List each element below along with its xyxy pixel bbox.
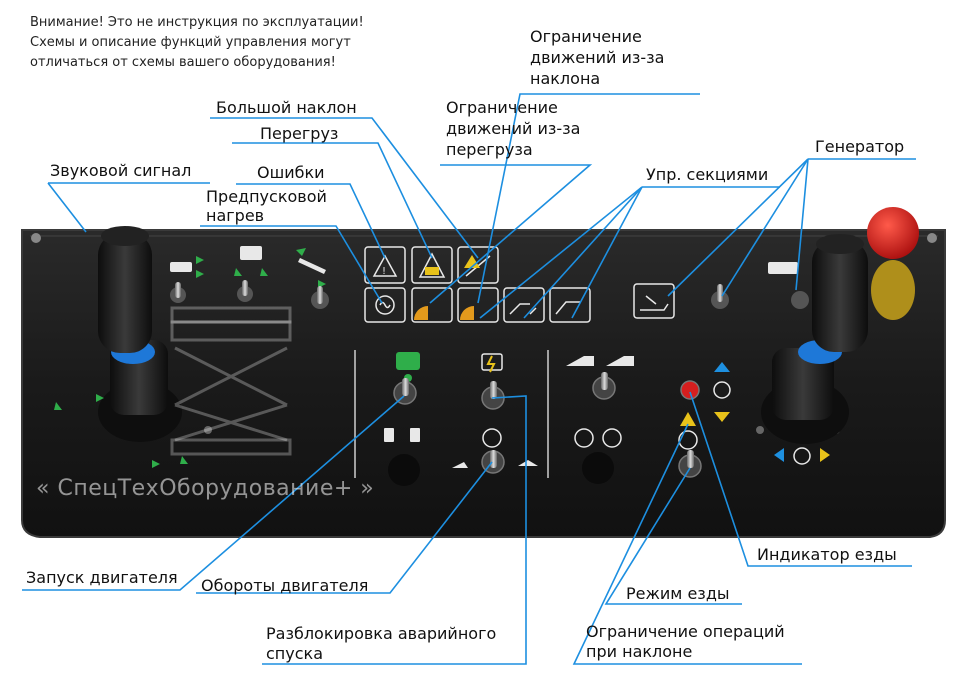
overload-box [411,246,453,284]
watermark: « СпецТехОборудование+ » [36,476,375,501]
screw [204,426,212,434]
label-generator: Генератор [815,137,905,156]
label-line: Ограничение [446,98,558,117]
leader-errors [236,183,386,259]
label-drive-indicator: Индикатор езды [757,545,897,564]
label-line: Разблокировка аварийного [266,624,497,643]
leader-drive-indicator [689,391,912,567]
toggle-switch [237,280,253,302]
drive-indicator-light [680,380,700,400]
engine-start-switch [393,378,417,405]
generator-box [633,283,675,319]
label-line: перегруза [446,140,533,159]
label-overload: Перегруз [260,124,339,143]
screw [31,233,41,243]
toggle-switch [170,282,186,303]
leader-tilt-ops [572,423,802,665]
label-tilt-limit: Ограничение движений из-за наклона [530,26,664,89]
tilt-limit-box [457,287,499,323]
disclaimer: Внимание! Это не инструкция по эксплуата… [30,13,390,73]
section-switch [592,372,616,400]
label-errors: Ошибки [257,163,325,182]
label-line: нагрев [206,206,265,225]
label-line: при наклоне [586,642,693,661]
label-line: Ограничение [530,27,642,46]
label-line: движений из-за [530,48,665,67]
label-line: наклона [530,69,601,88]
leader-tilt-limit [477,93,700,304]
label-preheat: Предпусковой нагрев [206,187,327,225]
section-box-2 [549,287,591,323]
disclaimer-line: Схемы и описание функций управления могу… [30,35,351,50]
label-sections: Упр. секциями [646,165,769,184]
label-horn: Звуковой сигнал [50,161,192,180]
toggle-switch [791,291,809,309]
weight-warning-icon [418,252,446,278]
big-tilt-box [457,246,499,284]
leader-engine-rpm [196,461,493,594]
label-engine-rpm: Обороты двигателя [201,576,369,595]
toggle-switch [711,284,729,309]
scissor-lift-watermark [170,306,292,456]
leader-emergency [262,395,527,665]
overload-limit-box [411,287,453,323]
label-overload-limit: Ограничение движений из-за перегруза [446,97,580,160]
drive-mode-switch [678,450,702,478]
leader-drive-mode [604,467,742,605]
label-emergency-lowering: Разблокировка аварийного спуска [266,624,496,664]
right-joystick [761,234,868,444]
disclaimer-line: отличаться от схемы вашего оборудования! [30,55,336,70]
fuel-icon [384,428,420,442]
disclaimer-line: Внимание! Это не инструкция по эксплуата… [30,15,364,30]
emergency-stop-knob [867,207,919,320]
preheat-box [364,287,406,323]
label-line: движений из-за [446,119,581,138]
label-big-tilt: Большой наклон [216,98,357,117]
screw [756,426,764,434]
leader-preheat [200,225,383,304]
label-engine-start: Запуск двигателя [26,568,178,587]
label-tilt-ops: Ограничение операций при наклоне [586,622,785,662]
label-line: спуска [266,644,323,663]
section-box-1 [503,287,545,323]
label-line: Предпусковой [206,187,327,206]
leader-overload-limit [429,164,593,304]
leader-engine-start [22,395,405,591]
warning-icon-row [364,246,499,284]
warning-icon [372,254,398,277]
label-line: Ограничение операций [586,622,785,641]
errors-box [364,246,406,284]
left-joystick [98,226,182,442]
leader-big-tilt [210,117,479,259]
screw [927,233,937,243]
toggle-switch [311,286,329,309]
svg-text:!: ! [382,266,386,277]
label-drive-mode: Режим езды [626,584,730,603]
generator-icon [640,295,669,311]
leader-overload [232,142,433,259]
